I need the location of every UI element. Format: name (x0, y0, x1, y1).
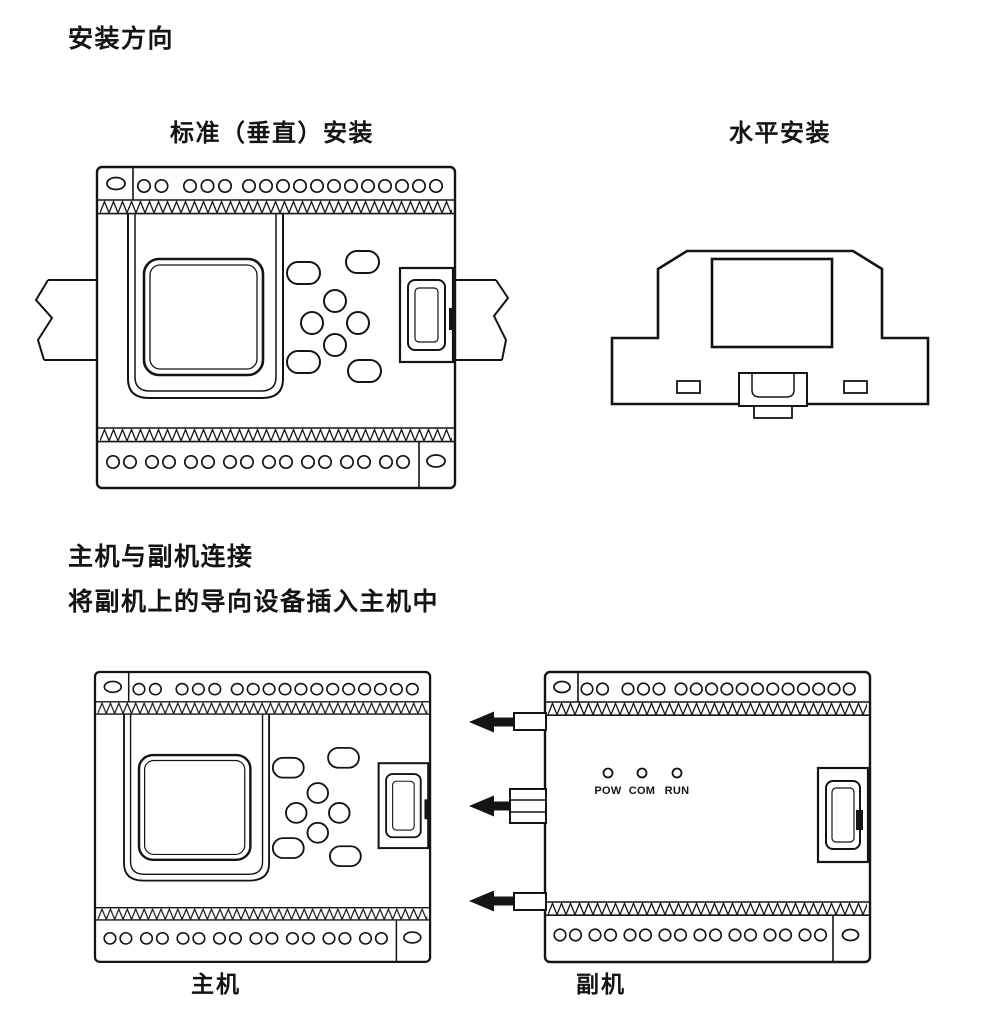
vertical-install-figure (95, 165, 457, 490)
page-title: 安装方向 (68, 24, 174, 53)
vertical-install-caption: 标准（垂直）安装 (170, 119, 374, 147)
connection-heading: 主机与副机连接 (68, 543, 254, 571)
run-led-icon (671, 767, 683, 779)
main-unit-caption: 主机 (191, 971, 241, 997)
guide-plug-middle (509, 788, 547, 824)
main-unit-figure (93, 670, 432, 964)
profile-body-window (710, 257, 834, 349)
insertion-arrows (469, 711, 524, 912)
pow-led-icon (602, 767, 614, 779)
run-led-label: RUN (665, 785, 690, 797)
arrow-left-icon (469, 711, 524, 733)
arrow-left-icon (469, 890, 524, 912)
guide-plug-top (513, 712, 547, 731)
horizontal-install-caption: 水平安装 (729, 119, 831, 147)
sub-unit-caption: 副机 (576, 971, 626, 997)
guide-plugs (509, 712, 547, 911)
com-led-icon (636, 767, 648, 779)
guide-plug-bottom (513, 892, 547, 911)
expansion-port (816, 766, 870, 864)
arrow-left-icon (469, 795, 524, 817)
connection-instruction: 将副机上的导向设备插入主机中 (68, 587, 439, 616)
com-led-label: COM (629, 785, 656, 797)
din-rail-clip (738, 372, 808, 419)
status-leds: POW COM RUN (594, 767, 690, 797)
sub-unit-figure: POW COM RUN (543, 670, 872, 964)
din-rail (34, 279, 510, 361)
pow-led-label: POW (594, 785, 621, 797)
horizontal-install-figure (610, 249, 930, 419)
